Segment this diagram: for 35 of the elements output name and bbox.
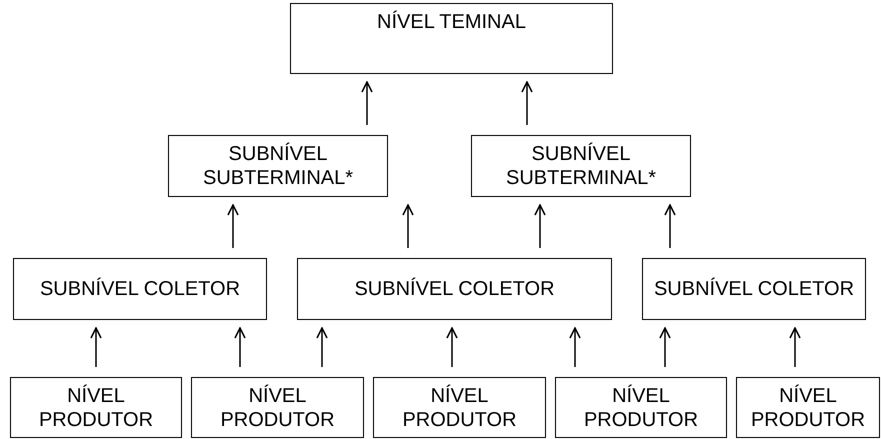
- level-box: [10, 377, 182, 438]
- level-label: NÍVEL TEMINAL: [377, 10, 526, 34]
- arrow: [789, 327, 801, 367]
- level-box: [471, 135, 691, 197]
- level-label: SUBNÍVEL COLETOR: [654, 277, 854, 301]
- level-box: [168, 135, 388, 197]
- arrow: [659, 327, 671, 367]
- arrow: [521, 81, 533, 125]
- level-box: [555, 377, 727, 438]
- level-box: [290, 3, 613, 74]
- level-box: [642, 258, 866, 320]
- level-box: [191, 377, 364, 438]
- level-box: [297, 258, 612, 320]
- arrow: [402, 204, 414, 248]
- arrow: [361, 81, 373, 125]
- level-label: SUBNÍVEL SUBTERMINAL*: [504, 142, 658, 190]
- level-box: [373, 377, 546, 438]
- level-box: [13, 258, 267, 320]
- level-label: NÍVEL PRODUTOR: [219, 384, 336, 432]
- level-label: SUBNÍVEL SUBTERMINAL*: [202, 142, 354, 190]
- arrow: [90, 327, 102, 367]
- level-label: NÍVEL PRODUTOR: [38, 384, 154, 432]
- level-label: NÍVEL PRODUTOR: [750, 384, 866, 432]
- arrow: [316, 327, 328, 367]
- arrow: [227, 204, 239, 248]
- arrow: [534, 204, 546, 248]
- level-label: NÍVEL PRODUTOR: [582, 384, 700, 432]
- arrow: [446, 327, 458, 367]
- arrow: [234, 327, 246, 367]
- arrow: [569, 327, 581, 367]
- arrow: [664, 204, 676, 248]
- level-box: [736, 377, 880, 438]
- level-label: SUBNÍVEL COLETOR: [354, 277, 555, 301]
- level-label: NÍVEL PRODUTOR: [401, 384, 518, 432]
- level-label: SUBNÍVEL COLETOR: [40, 277, 240, 301]
